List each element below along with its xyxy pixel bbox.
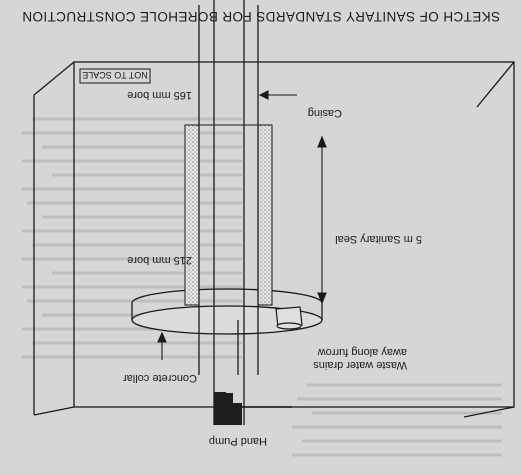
casing-arrow bbox=[258, 90, 297, 100]
scale-note-box: NOT TO SCALE bbox=[79, 68, 151, 84]
sanitary-seal-shape bbox=[184, 124, 273, 306]
hand-pump-label: Hand Pump bbox=[209, 435, 267, 447]
casing-label: Casing bbox=[308, 107, 342, 119]
sanitary-seal-label: 5 m Sanitary Seal bbox=[335, 233, 422, 245]
collar-arrow bbox=[157, 331, 167, 360]
concrete-collar-label: Concrete collar bbox=[123, 372, 197, 384]
bore-215-label: 215 mm bore bbox=[127, 254, 192, 266]
bore-165-label: 165 mm bore bbox=[127, 89, 192, 101]
scale-note: NOT TO SCALE bbox=[82, 70, 148, 80]
show-through-text bbox=[22, 117, 502, 457]
seal-dimension-arrow bbox=[317, 135, 327, 305]
drain-spout bbox=[275, 306, 303, 330]
front-face bbox=[73, 61, 515, 408]
ground-block bbox=[33, 61, 515, 418]
drain-label-line1: Waste water drains bbox=[313, 359, 407, 371]
bottom-left-edge bbox=[476, 61, 515, 108]
hand-pump-shape bbox=[214, 392, 292, 425]
top-left-edge bbox=[463, 406, 515, 418]
casing-pipes bbox=[198, 0, 259, 425]
top-right-edge bbox=[33, 406, 75, 416]
diagram-title: SKETCH OF SANITARY STANDARDS FOR BOREHOL… bbox=[22, 9, 500, 24]
bottom-right-edge bbox=[33, 61, 75, 96]
drain-label-line2: away along furrow bbox=[318, 346, 407, 358]
concrete-collar-shape bbox=[131, 288, 323, 335]
